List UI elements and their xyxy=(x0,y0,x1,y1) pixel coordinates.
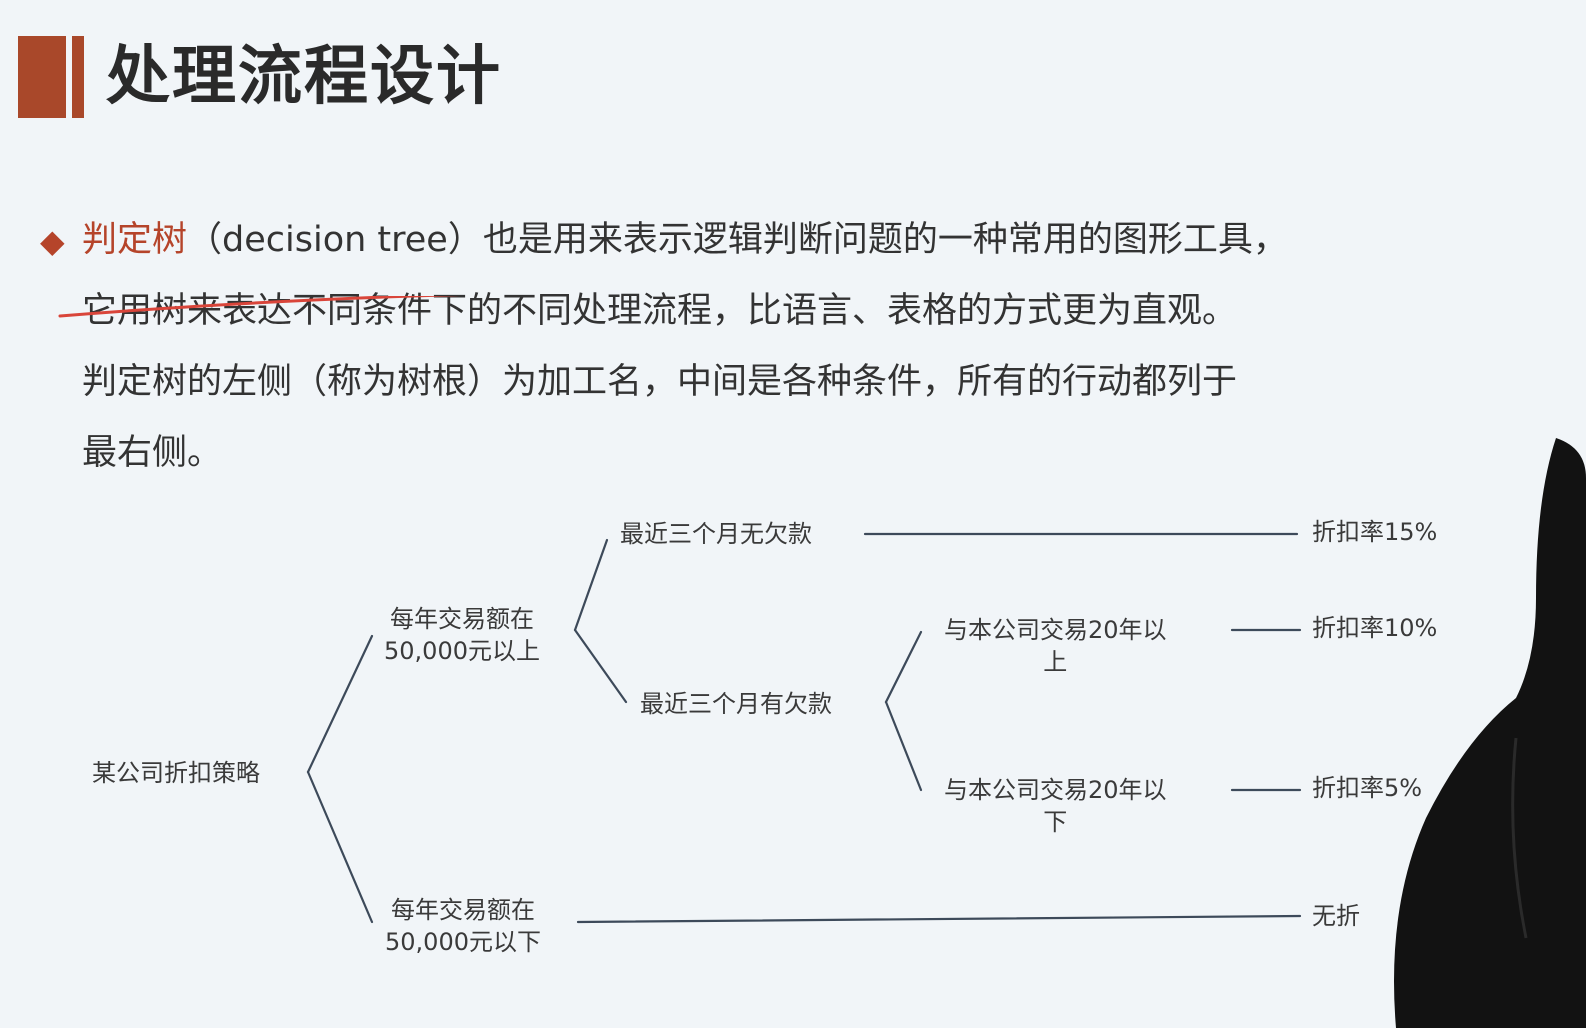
paragraph-line-3: 判定树的左侧（称为树根）为加工名，中间是各种条件，所有的行动都列于 xyxy=(82,362,1238,402)
line-low-action xyxy=(576,914,1302,924)
branch-high-debt xyxy=(573,628,628,704)
branch-root-high xyxy=(306,634,374,774)
tree-root-label: 某公司折扣策略 xyxy=(92,759,260,787)
highlight-term: 判定树 xyxy=(82,220,188,260)
condition-low-volume: 每年交易额在 50,000元以下 xyxy=(385,896,541,956)
condition-has-debt: 最近三个月有欠款 xyxy=(640,690,832,718)
line1-text: （decision tree）也是用来表示逻辑判断问题的一种常用的图形工具， xyxy=(187,220,1288,260)
paragraph-line-2: 它用树来表达不同条件下的不同处理流程，比语言、表格的方式更为直观。 xyxy=(82,291,1238,331)
condition-no-debt: 最近三个月无欠款 xyxy=(620,520,812,548)
hand-drawn-underline xyxy=(58,296,461,318)
presenter-silhouette-icon xyxy=(1394,438,1586,1028)
branch-root-low xyxy=(306,770,374,924)
paragraph-line-1: 判定树（decision tree）也是用来表示逻辑判断问题的一种常用的图形工具… xyxy=(82,205,1552,276)
paragraph-line-4: 最右侧。 xyxy=(82,433,223,473)
diamond-bullet-icon: ◆ xyxy=(40,222,65,260)
action-discount-10: 折扣率10% xyxy=(1312,614,1438,642)
branch-high-nodebt xyxy=(573,538,609,632)
accent-bar-narrow xyxy=(72,36,84,118)
action-discount-15: 折扣率15% xyxy=(1312,518,1438,546)
title-accent-bars xyxy=(18,36,84,118)
condition-under-20-years: 与本公司交易20年以 下 xyxy=(944,776,1167,836)
action-discount-5: 折扣率5% xyxy=(1312,774,1423,802)
page-title: 处理流程设计 xyxy=(106,40,502,114)
condition-over-20-years: 与本公司交易20年以 上 xyxy=(944,616,1167,676)
action-no-discount: 无折 xyxy=(1312,902,1360,930)
branch-debt-over20 xyxy=(884,630,923,704)
branch-debt-under20 xyxy=(884,700,923,792)
intro-paragraph: 判定树（decision tree）也是用来表示逻辑判断问题的一种常用的图形工具… xyxy=(82,205,1552,489)
condition-high-volume: 每年交易额在 50,000元以上 xyxy=(384,605,540,665)
accent-bar-wide xyxy=(18,36,66,118)
